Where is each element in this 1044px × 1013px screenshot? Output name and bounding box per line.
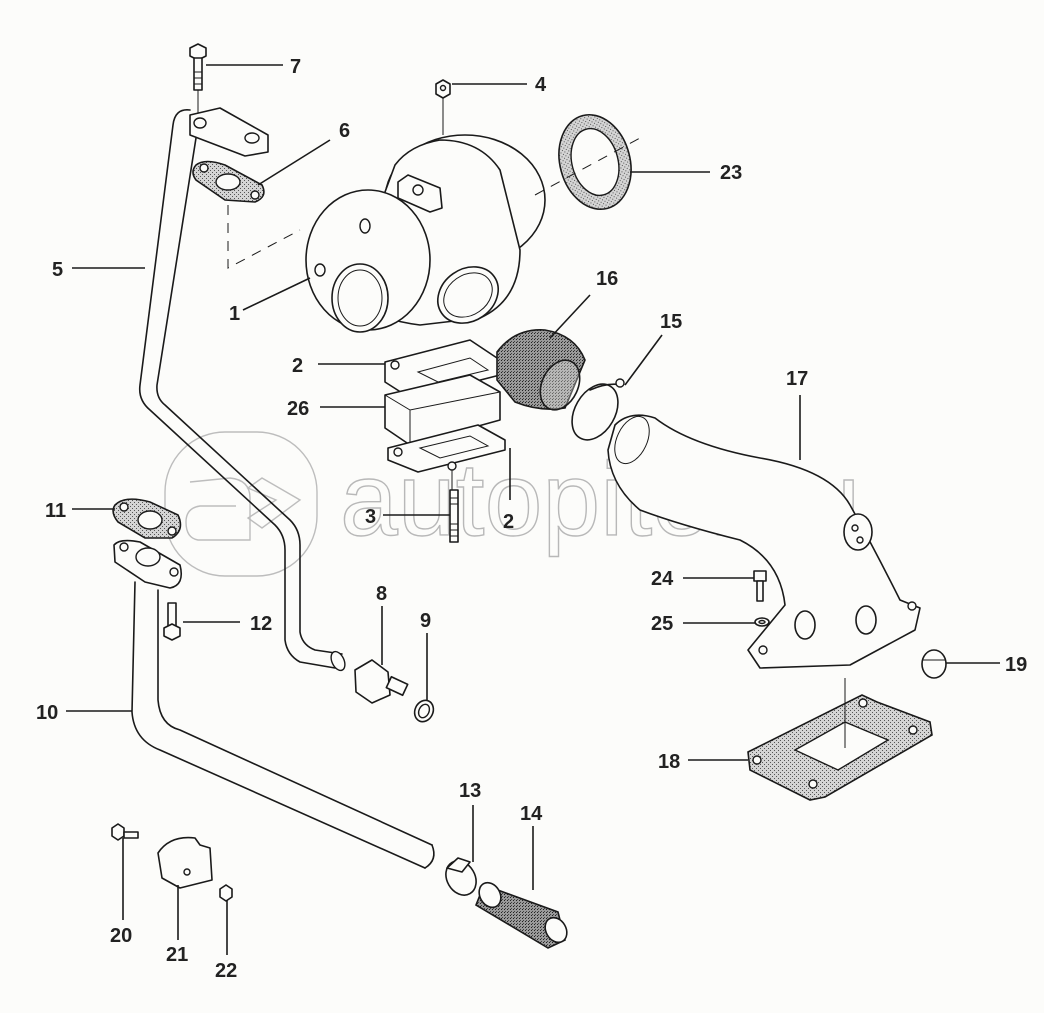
callout-5: 5 xyxy=(52,259,63,281)
callout-1: 1 xyxy=(229,303,240,325)
callout-2-lower: 2 xyxy=(503,511,514,533)
drain-hose-14 xyxy=(475,881,568,949)
pipe-flange xyxy=(189,107,269,157)
callout-21: 21 xyxy=(166,944,188,966)
callout-15: 15 xyxy=(660,311,682,333)
callout-14: 14 xyxy=(520,803,543,825)
stud-3 xyxy=(449,489,459,543)
hose-clamp-15 xyxy=(571,378,625,441)
callout-8: 8 xyxy=(376,583,387,605)
callout-24: 24 xyxy=(651,568,674,590)
callout-20: 20 xyxy=(110,925,132,947)
leader-lines xyxy=(66,64,1000,955)
callout-7: 7 xyxy=(290,56,301,78)
callout-22: 22 xyxy=(215,960,237,982)
watermark-logo-a xyxy=(185,477,251,541)
oil-supply-pipe xyxy=(138,108,346,672)
callout-labels: 1 2 2 3 4 5 6 7 8 9 10 11 12 13 14 15 16… xyxy=(36,56,1027,982)
bolt-7 xyxy=(189,43,207,120)
callout-9: 9 xyxy=(420,610,431,632)
bolt-20 xyxy=(111,823,139,841)
callout-17: 17 xyxy=(786,368,808,390)
callout-10: 10 xyxy=(36,702,58,724)
pipe-clip-21 xyxy=(157,836,213,889)
bolt-24 xyxy=(753,570,767,602)
flange-stack xyxy=(384,339,506,490)
callout-11: 11 xyxy=(45,500,66,522)
exhaust-elbow-17 xyxy=(607,414,921,669)
bolt-12 xyxy=(163,602,181,641)
drain-flange xyxy=(113,539,183,589)
callout-26: 26 xyxy=(287,398,309,420)
callout-19: 19 xyxy=(1005,654,1027,676)
oil-drain-pipe-10 xyxy=(131,581,435,869)
plug-19 xyxy=(921,649,947,679)
gasket-6 xyxy=(192,160,265,203)
turbocharger xyxy=(305,92,546,333)
hose-clamp-13 xyxy=(445,857,477,896)
elbow-gasket-18 xyxy=(747,694,933,801)
union-fitting-8 xyxy=(354,659,409,704)
callout-23: 23 xyxy=(720,162,742,184)
callout-12: 12 xyxy=(250,613,272,635)
intake-hose-16 xyxy=(496,329,586,411)
sealing-washer-9 xyxy=(413,699,435,723)
callout-18: 18 xyxy=(658,751,680,773)
callout-6: 6 xyxy=(339,120,350,142)
nut-22 xyxy=(219,884,233,902)
callout-4: 4 xyxy=(535,74,547,96)
callout-3: 3 xyxy=(365,506,376,528)
watermark-logo-ring xyxy=(164,431,318,577)
callout-25: 25 xyxy=(651,613,673,635)
callout-16: 16 xyxy=(596,268,618,290)
watermark-logo-arrow xyxy=(246,477,302,529)
callout-2-upper: 2 xyxy=(292,355,303,377)
callout-13: 13 xyxy=(459,780,481,802)
ring-gasket-23 xyxy=(558,113,632,211)
drain-gasket-11 xyxy=(112,498,182,539)
